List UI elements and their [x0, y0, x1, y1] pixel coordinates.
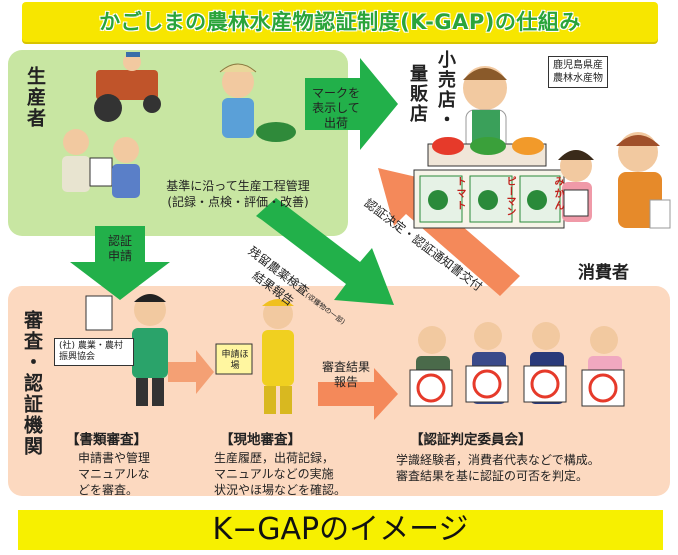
- section-field-review-title: 【現地審査】: [220, 432, 301, 448]
- apply-arrow: [70, 226, 170, 300]
- field-desc-line-1: 生産履歴，出荷記録，: [214, 451, 335, 465]
- ship-arrow: [305, 58, 398, 150]
- association-box: (社) 農業・農村振興協会: [54, 338, 134, 366]
- section-field-review-desc: 生産履歴，出荷記録， マニュアルなどの実施 状況やほ場などを確認。: [214, 450, 364, 498]
- review-result-line-1: 審査結果: [321, 360, 370, 374]
- residue-arrow: [256, 198, 394, 305]
- produce-label-mikan: みかん: [552, 176, 563, 212]
- ship-arrow-label: マークを 表示して 出荷: [304, 86, 368, 131]
- product-origin-line-1: 鹿児島県産: [553, 60, 603, 71]
- apply-arrow-label: 認証 申請: [100, 234, 140, 264]
- exam-label: 審査・認証機関: [21, 310, 43, 457]
- apply-line-2: 申請: [107, 249, 132, 263]
- doc-desc-line-2: マニュアルな: [78, 467, 150, 481]
- farmer-vegetables-illustration: [219, 63, 296, 142]
- section-doc-review-title: 【書類審査】: [66, 432, 147, 448]
- review-result-line-2: 報告: [333, 375, 358, 389]
- bottom-caption: K−GAPのイメージ: [212, 512, 469, 547]
- apply-line-1: 認証: [107, 234, 132, 248]
- producer-process-text: 基準に沿って生産工程管理 (記録・点検・評価・改善): [148, 178, 328, 210]
- consumers-illustration: [558, 132, 671, 229]
- doc-to-field-arrow: [168, 350, 214, 394]
- field-desc-line-3: 状況やほ場などを確認。: [214, 483, 347, 497]
- review-result-label: 審査結果 報告: [318, 360, 374, 390]
- process-line-1: 基準に沿って生産工程管理: [166, 179, 310, 193]
- caption-banner: [18, 510, 663, 550]
- produce-label-tomato: トマト: [454, 176, 465, 212]
- section-committee-title: 【認証判定委員会】: [410, 432, 532, 448]
- field-sign-text: 申請ほ場: [221, 350, 249, 371]
- retail-label-mass: 量販店: [407, 64, 428, 124]
- product-origin-line-2: 農林水産物: [553, 73, 603, 84]
- farmer-tractor-illustration: [94, 52, 161, 122]
- section-doc-review-desc: 申請書や管理 マニュアルな どを審査。: [78, 450, 188, 498]
- section-committee-desc: 学識経験者，消費者代表などで構成。 審査結果を基に認証の可否を判定。: [396, 452, 656, 484]
- title-banner: [22, 2, 658, 42]
- process-line-2: (記録・点検・評価・改善): [167, 195, 309, 209]
- doc-desc-line-1: 申請書や管理: [78, 451, 151, 465]
- consumer-label: 消費者: [578, 263, 629, 283]
- ship-line-3: 出荷: [323, 116, 348, 130]
- field-inspector-illustration: [215, 299, 294, 414]
- ship-line-1: マークを: [311, 86, 360, 100]
- producer-label: 生産者: [24, 66, 46, 129]
- committee-desc-line-1: 学識経験者，消費者代表などで構成。: [396, 453, 600, 467]
- produce-stand-illustration: [413, 137, 565, 229]
- consulting-men-illustration: [62, 129, 140, 198]
- page-title: かごしまの農林水産物認証制度(K-GAP)の仕組み: [99, 10, 581, 34]
- produce-label-pepper: ピーマン: [504, 176, 515, 216]
- committee-desc-line-2: 審査結果を基に認証の可否を判定。: [396, 469, 589, 483]
- retail-label-store: 小売店・: [435, 50, 456, 130]
- committee-illustration: [409, 322, 625, 407]
- ship-line-2: 表示して: [312, 101, 360, 115]
- review-result-arrow: [318, 368, 398, 420]
- product-origin-box: 鹿児島県産 農林水産物: [548, 56, 608, 88]
- document-reviewer-illustration: [85, 294, 168, 406]
- doc-desc-line-3: どを審査。: [78, 483, 139, 497]
- field-desc-line-2: マニュアルなどの実施: [214, 467, 334, 481]
